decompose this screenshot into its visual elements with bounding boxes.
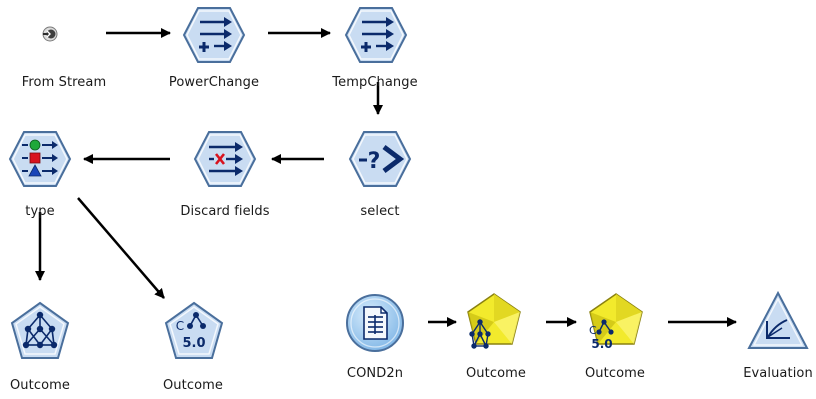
c50-nugget-icon: C 5.0 bbox=[589, 293, 643, 351]
svg-text:5.0: 5.0 bbox=[591, 337, 612, 351]
filter-icon bbox=[193, 131, 257, 187]
bayes-net-model-icon bbox=[10, 301, 70, 359]
label-select: select bbox=[360, 204, 400, 219]
label-evaluation: Evaluation bbox=[743, 366, 813, 381]
svg-text:C: C bbox=[176, 319, 184, 333]
label-temp-change: TempChange bbox=[332, 75, 418, 90]
derive-icon bbox=[182, 7, 246, 63]
label-cond2n: COND2n bbox=[346, 366, 404, 381]
file-source-icon bbox=[346, 294, 404, 352]
node-type[interactable] bbox=[8, 130, 72, 188]
node-evaluation[interactable] bbox=[746, 290, 810, 352]
node-temp-change[interactable] bbox=[344, 6, 408, 64]
svg-text:5.0: 5.0 bbox=[182, 336, 205, 351]
label-type: type bbox=[25, 204, 55, 219]
node-outcome-c50[interactable]: C 5.0 bbox=[163, 300, 225, 362]
node-power-change[interactable] bbox=[182, 6, 246, 64]
label-power-change: PowerChange bbox=[168, 75, 260, 90]
node-select[interactable]: ? bbox=[348, 130, 412, 188]
label-outcome-bayes: Outcome bbox=[9, 378, 71, 393]
svg-text:C: C bbox=[589, 324, 597, 337]
label-from-stream: From Stream bbox=[21, 75, 107, 90]
node-cond2n[interactable] bbox=[344, 292, 406, 354]
node-from-stream[interactable] bbox=[40, 24, 60, 44]
label-outcome-c50-nugget: Outcome bbox=[584, 366, 646, 381]
evaluation-graph-icon bbox=[747, 290, 809, 349]
node-discard-fields[interactable] bbox=[193, 130, 257, 188]
node-outcome-bayes[interactable] bbox=[9, 300, 71, 362]
node-outcome-bayes-nugget[interactable] bbox=[462, 292, 528, 354]
c50-model-icon: C 5.0 bbox=[164, 301, 224, 359]
label-outcome-c50: Outcome bbox=[162, 378, 224, 393]
arrow-type-to-outcome-c50[interactable] bbox=[77, 197, 165, 299]
node-outcome-c50-nugget[interactable]: C 5.0 bbox=[584, 292, 650, 354]
label-outcome-bayes-nugget: Outcome bbox=[465, 366, 527, 381]
label-discard-fields: Discard fields bbox=[180, 204, 270, 219]
derive-icon bbox=[344, 7, 408, 63]
bayes-net-nugget-icon bbox=[467, 293, 521, 349]
select-icon: ? bbox=[348, 131, 412, 187]
svg-text:?: ? bbox=[368, 149, 381, 174]
stream-source-icon bbox=[42, 26, 58, 42]
type-icon bbox=[8, 131, 72, 187]
